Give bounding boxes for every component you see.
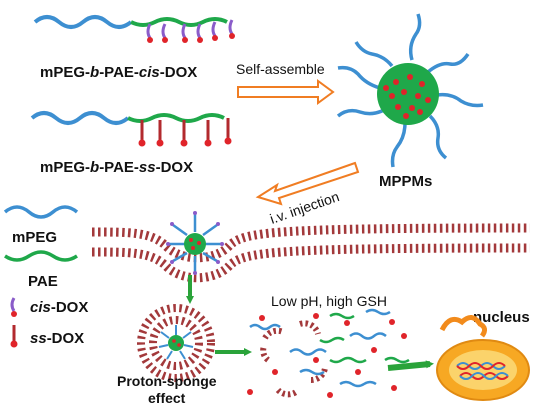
membrane-micelle-icon xyxy=(166,211,224,275)
legend-cis-dox-icon xyxy=(10,297,17,317)
low-ph-gsh-label: Low pH, high GSH xyxy=(271,293,387,309)
released-fragments xyxy=(247,308,410,398)
legend-mpeg-swatch xyxy=(3,205,79,219)
legend-pae-swatch xyxy=(4,250,78,262)
endosome-icon xyxy=(137,304,215,382)
legend-ss-dox-label: ss-DOX xyxy=(30,330,84,347)
self-assemble-label: Self-assemble xyxy=(236,61,325,77)
polymer-ss-dox-label: mPEG-b-PAE-ss-DOX xyxy=(40,159,193,176)
polymer-cis-dox-label: mPEG-b-PAE-cis-DOX xyxy=(40,64,197,81)
ss-dox-pendants xyxy=(138,118,232,147)
legend-cis-dox-label: cis-DOX xyxy=(30,299,88,316)
cell-membrane xyxy=(91,223,531,283)
self-assemble-arrow-icon xyxy=(237,79,335,105)
nucleus-arrow-icon xyxy=(387,360,434,371)
proton-sponge-label-line2: effect xyxy=(148,390,186,406)
polymer-ss-dox-chain xyxy=(30,111,232,147)
mppms-label: MPPMs xyxy=(379,173,432,190)
polymer-cis-dox-chain xyxy=(33,15,235,43)
legend-mpeg-label: mPEG xyxy=(12,229,57,246)
nucleus-label: nucleus xyxy=(473,309,530,326)
legend: mPEG PAE cis-DOX ss-DOX xyxy=(3,205,88,348)
micelle-icon xyxy=(336,13,484,168)
legend-pae-label: PAE xyxy=(28,273,58,290)
cis-dox-pendants xyxy=(146,19,235,43)
nucleus-icon xyxy=(436,315,530,401)
injection-arrow-icon xyxy=(255,161,360,206)
legend-ss-dox-icon xyxy=(10,325,18,348)
proton-sponge-label-line1: Proton-sponge xyxy=(117,373,217,389)
